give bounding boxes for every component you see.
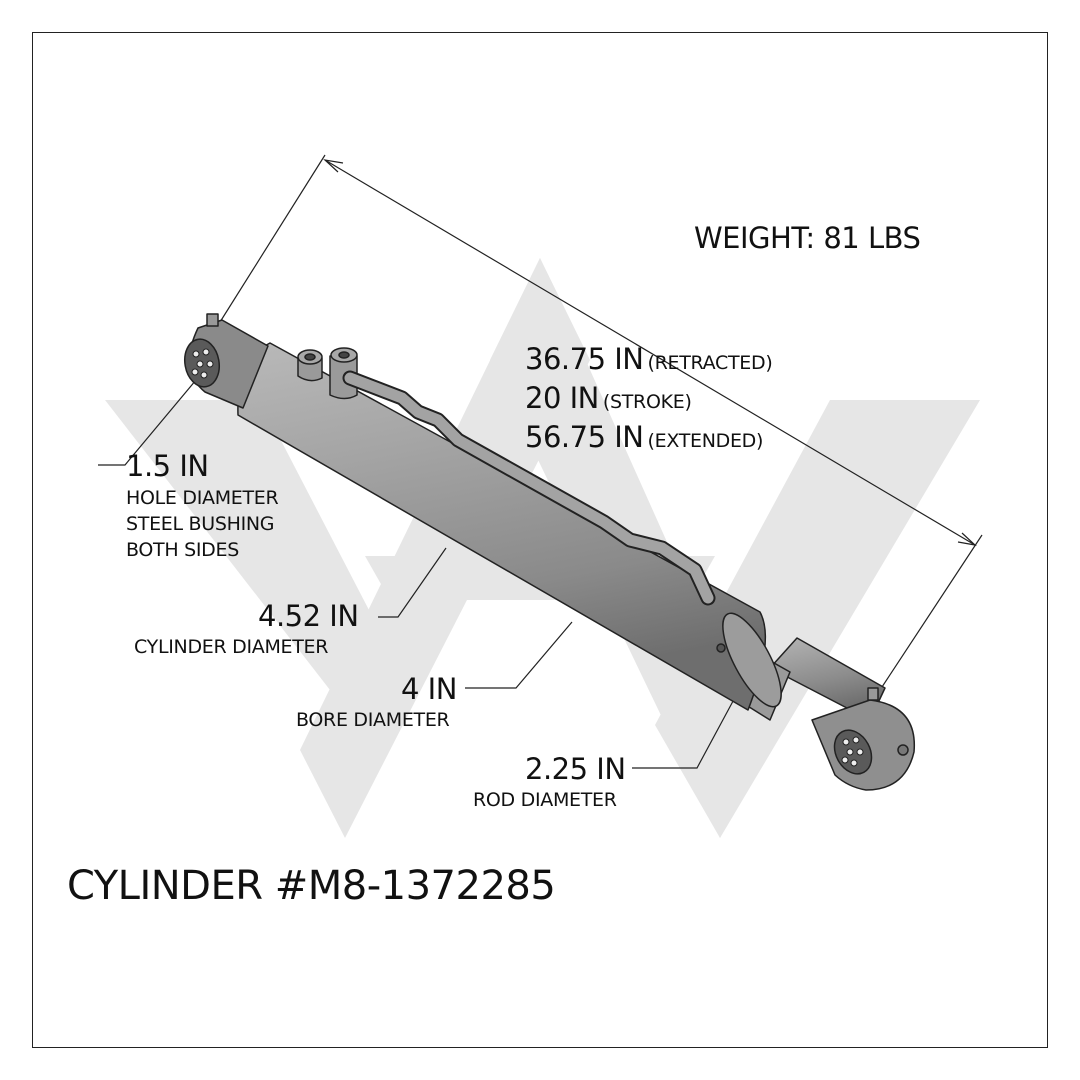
rod-diameter-label: ROD DIAMETER: [473, 789, 617, 811]
extended-length-value: 56.75 IN: [525, 420, 644, 454]
drawing-frame: [32, 32, 1048, 1048]
part-title: CYLINDER #M8-1372285: [67, 863, 556, 909]
stroke-length-value: 20 IN: [525, 381, 599, 415]
hole-diameter-label: HOLE DIAMETER: [126, 487, 279, 509]
extended-length-note: (EXTENDED): [647, 430, 764, 452]
barrel-end-cap: [722, 612, 782, 708]
retracted-length-note: (RETRACTED): [647, 352, 773, 374]
rod-grease-fitting: [867, 687, 879, 701]
piston-rod: [769, 637, 886, 721]
extended-length-line: 56.75 IN(EXTENDED): [525, 423, 763, 452]
base-grease-fitting: [206, 313, 219, 327]
retracted-length-line: 36.75 IN(RETRACTED): [525, 342, 773, 376]
stroke-length-line: 20 IN(STROKE): [525, 384, 692, 413]
cylinder-diameter-label: CYLINDER DIAMETER: [134, 636, 329, 658]
hole-diameter-value: 1.5 IN: [126, 449, 209, 483]
hydraulic-tube: [344, 372, 714, 604]
both-sides-label: BOTH SIDES: [126, 539, 239, 561]
leader-lines: [98, 379, 740, 769]
steel-bushing-label: STEEL BUSHING: [126, 513, 275, 535]
hydraulic-cylinder: [183, 313, 916, 791]
length-dimension-line: [214, 154, 983, 691]
retracted-length-value: 36.75 IN: [525, 342, 644, 376]
stroke-length-note: (STROKE): [602, 391, 692, 413]
cylinder-diameter-value: 4.52 IN: [258, 599, 359, 633]
bore-diameter-value: 4 IN: [401, 672, 457, 706]
weight-label: WEIGHT: 81 LBS: [694, 221, 921, 255]
rod-diameter-value: 2.25 IN: [525, 752, 626, 786]
bore-diameter-label: BORE DIAMETER: [296, 709, 450, 731]
